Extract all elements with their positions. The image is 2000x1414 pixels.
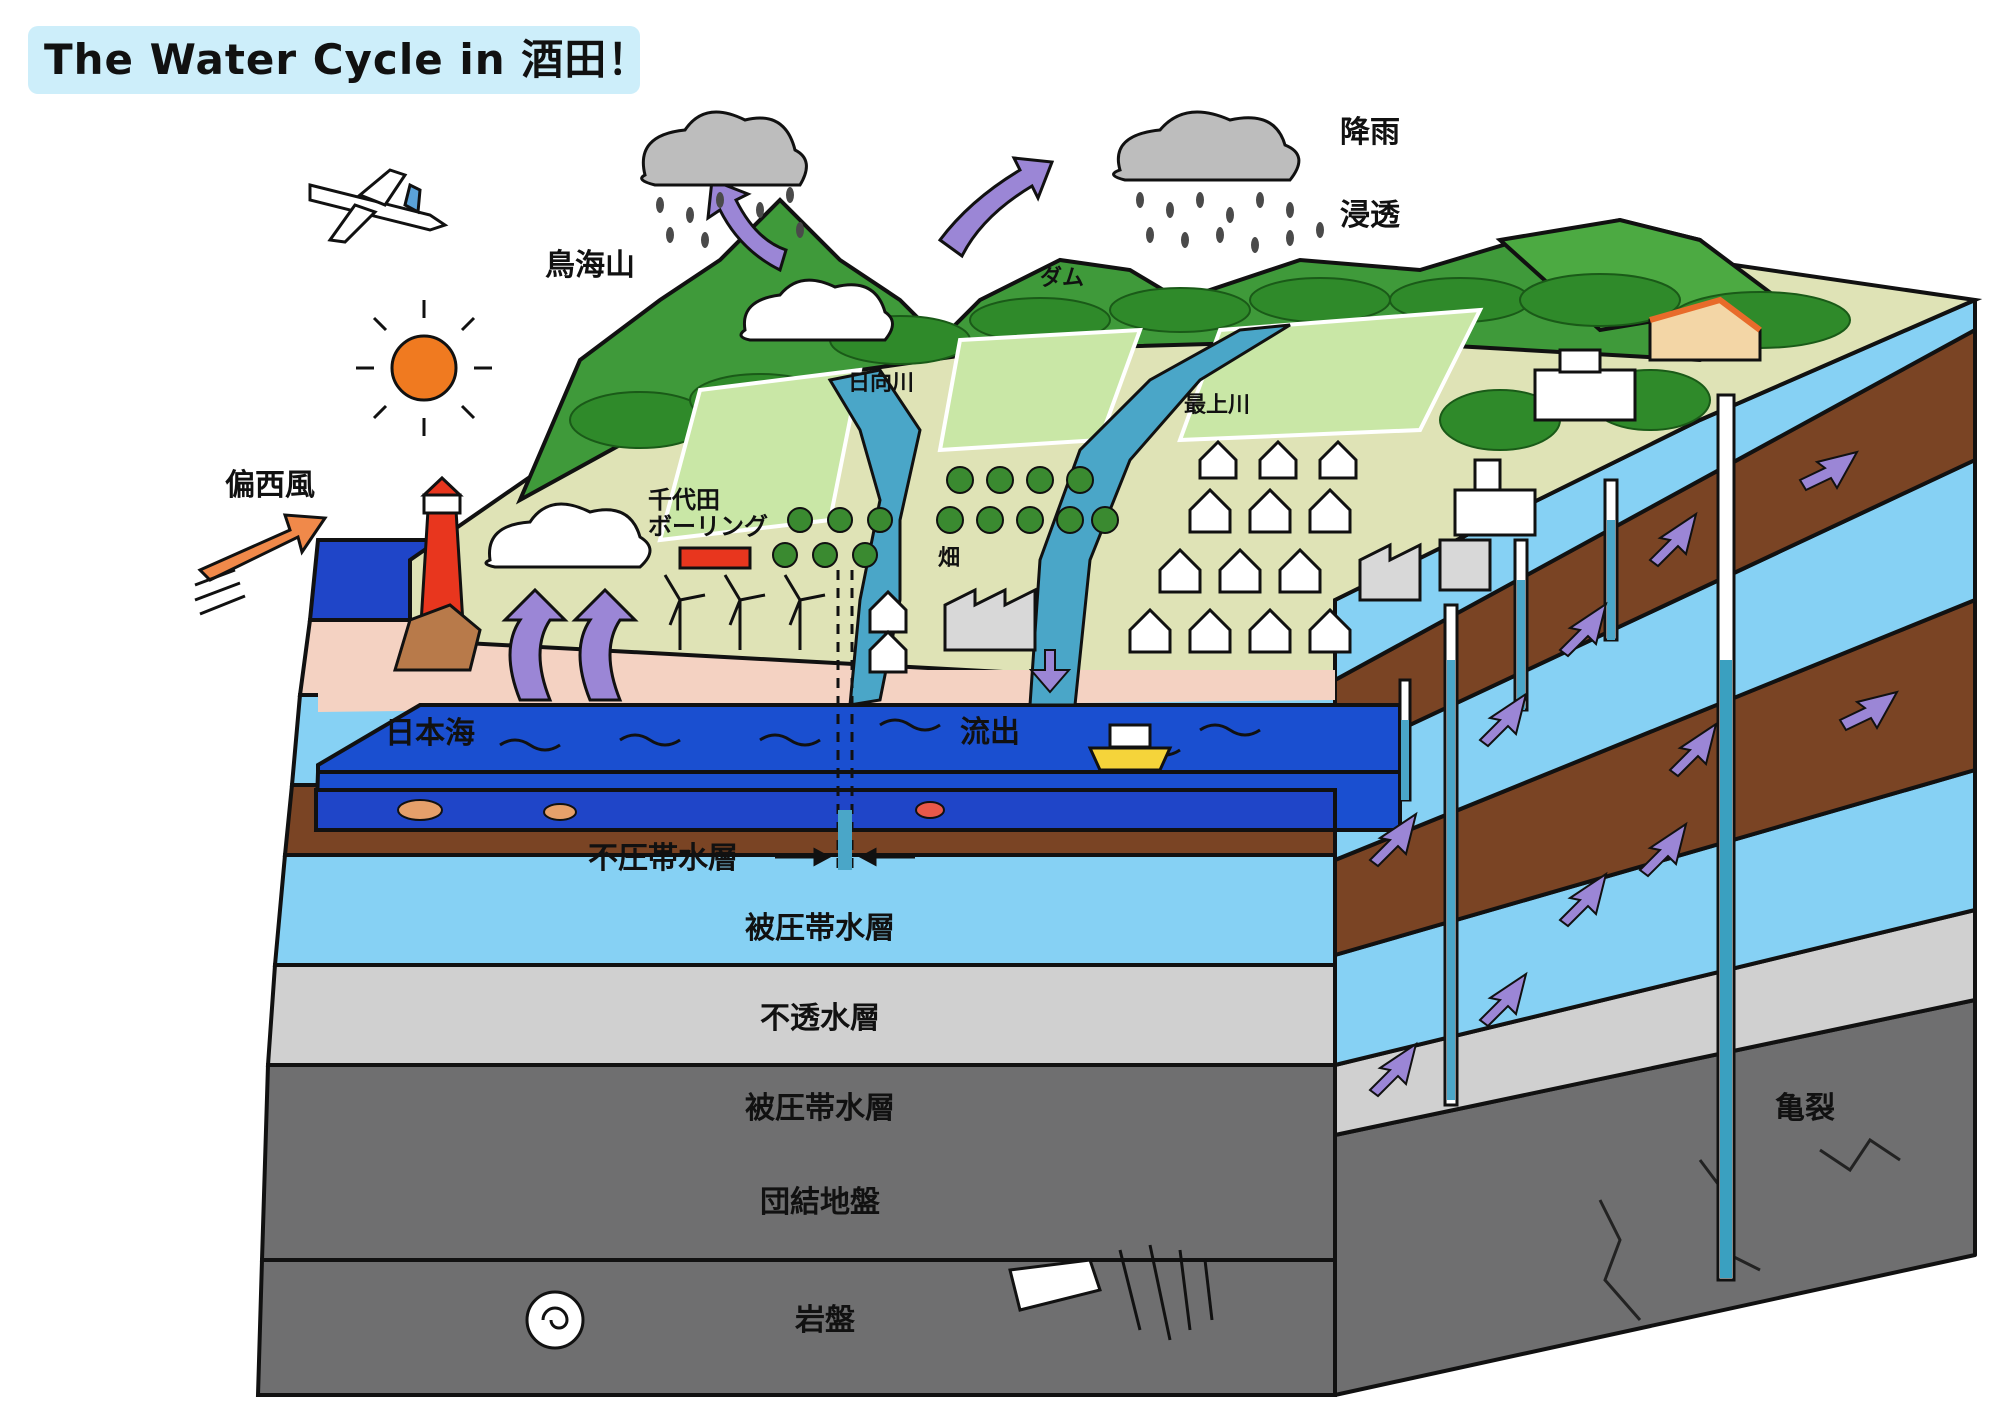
labels: 降雨 浸透 鳥海山 ダム 日向川 最上川 偏西風 千代田ボーリング 畑 日本海 … xyxy=(225,115,1835,1338)
boat xyxy=(1087,723,1173,772)
houses xyxy=(868,439,1358,674)
westerly-arrow xyxy=(194,513,328,616)
airplane-icon xyxy=(308,168,449,244)
sun-icon xyxy=(356,300,492,436)
groundwater-arrows xyxy=(1368,450,1899,1098)
label-mogami-river: 最上川 xyxy=(1184,393,1250,418)
label-bedrock: 岩盤 xyxy=(795,1303,855,1338)
wind-turbines xyxy=(663,574,826,650)
melon-field xyxy=(772,466,1119,568)
label-crack: 亀裂 xyxy=(1775,1091,1835,1126)
label-infiltration: 浸透 xyxy=(1340,198,1400,233)
hinata-river xyxy=(827,368,922,707)
boring-marker xyxy=(678,546,752,570)
runoff-arrow xyxy=(1028,649,1072,694)
raindrops xyxy=(656,187,1324,253)
wells xyxy=(1398,393,1736,1282)
title-banner xyxy=(28,26,640,94)
label-consolidated: 団結地盤 xyxy=(760,1185,880,1220)
label-sea: 日本海 xyxy=(385,716,475,751)
label-rain: 降雨 xyxy=(1340,115,1400,150)
label-runoff: 流出 xyxy=(960,715,1020,750)
fish xyxy=(397,799,945,821)
boring-water xyxy=(838,810,852,870)
fossils xyxy=(525,1244,1214,1350)
onsen xyxy=(1648,296,1762,362)
lighthouse xyxy=(392,475,482,672)
boring-arrows xyxy=(775,847,915,867)
label-unconfined: 不圧帯水層 xyxy=(588,841,738,876)
label-chiyoda-boring: 千代田ボーリング xyxy=(648,486,768,540)
front-confined-lower xyxy=(272,853,1337,967)
coast-sand xyxy=(318,670,1335,712)
label-westerly: 偏西風 xyxy=(225,468,315,503)
boring-pipe xyxy=(836,570,854,870)
label-dam: ダム xyxy=(1040,265,1084,291)
label-chokai: 鳥海山 xyxy=(545,248,635,283)
sea-band-lower xyxy=(314,788,1337,832)
label-field: 畑 xyxy=(938,546,960,571)
page-title: The Water Cycle in 酒田！ xyxy=(44,35,651,84)
factories xyxy=(943,538,1492,652)
label-hinata-river: 日向川 xyxy=(848,370,914,396)
side-strata xyxy=(1333,298,1977,1397)
label-confined-1: 被圧帯水層 xyxy=(745,911,895,946)
evaporation-arrows xyxy=(501,587,639,702)
label-impermeable: 不透水層 xyxy=(760,1001,880,1036)
buildings xyxy=(1453,348,1637,537)
label-confined-2: 被圧帯水層 xyxy=(745,1091,895,1126)
clouds xyxy=(484,110,1301,569)
